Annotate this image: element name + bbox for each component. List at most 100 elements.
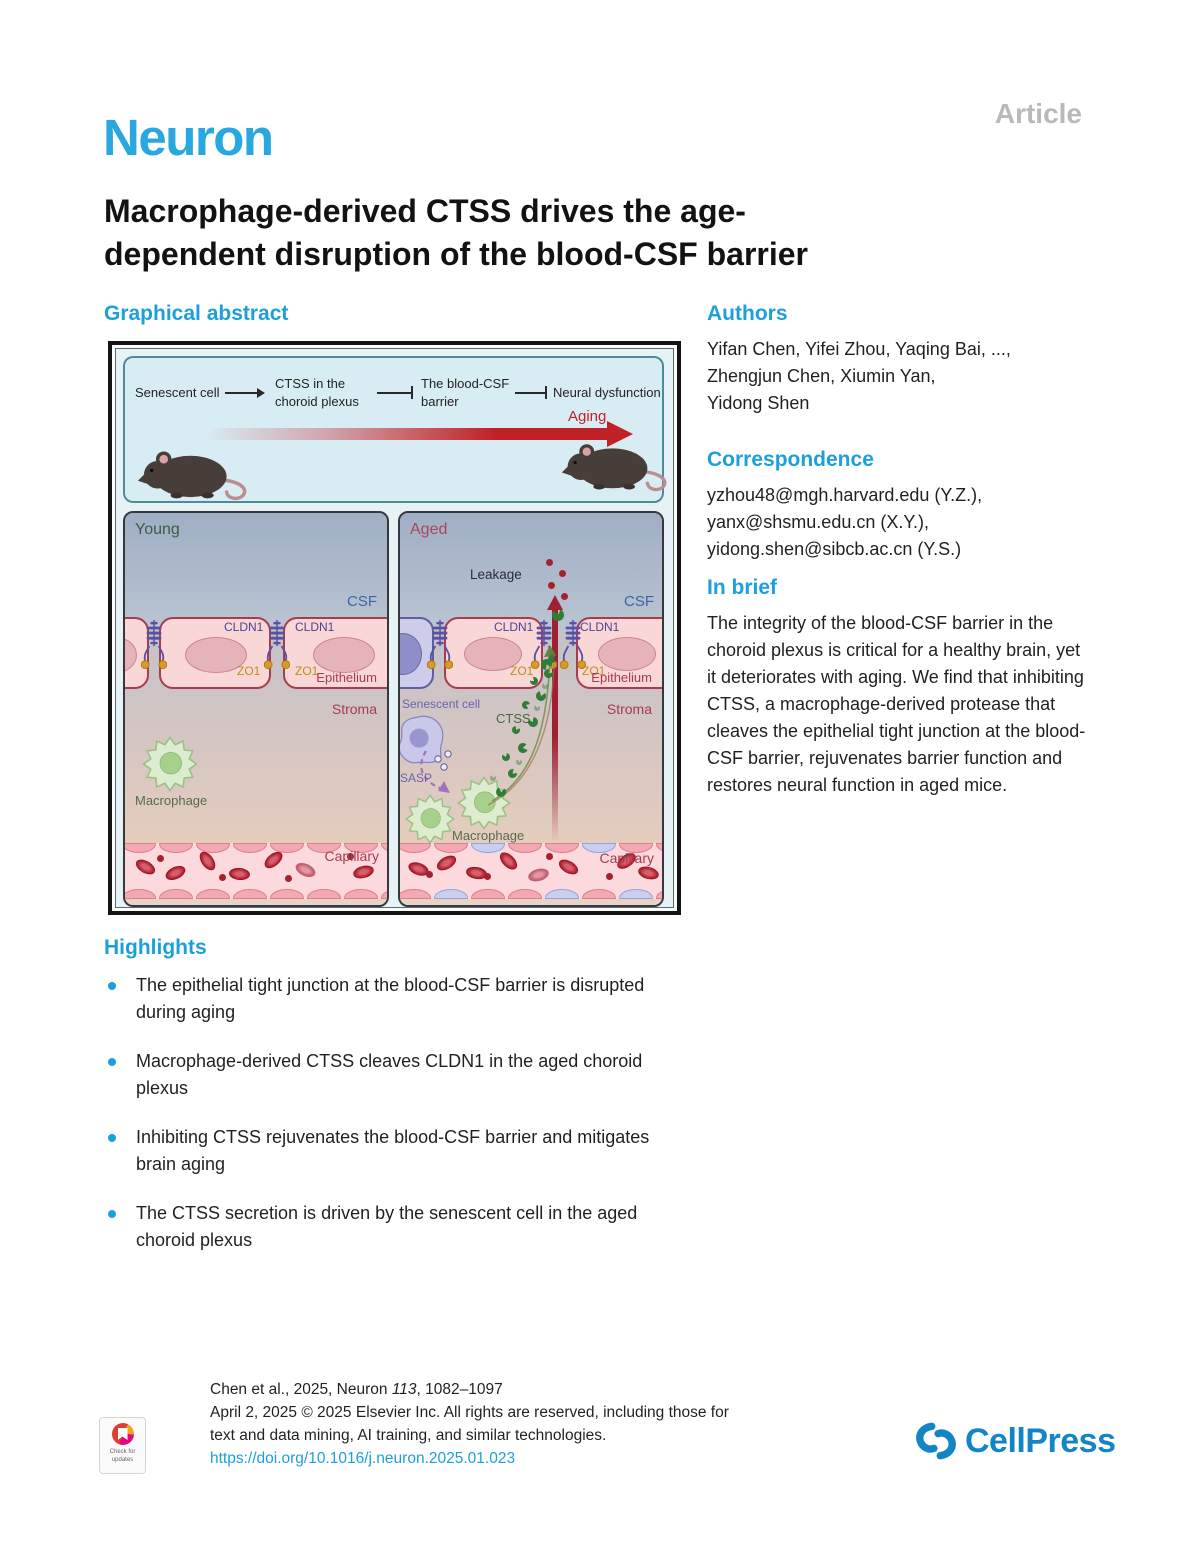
pathway-step-barrier-line1: The blood-CSF bbox=[421, 376, 510, 391]
csf-region bbox=[400, 513, 662, 631]
endothelium-row bbox=[400, 889, 662, 899]
pathway-step-neural-dysfunction: Neural dysfunction bbox=[553, 385, 661, 400]
leakage-arrow-head-icon bbox=[547, 595, 563, 610]
copyright-line: April 2, 2025 © 2025 Elsevier Inc. All r… bbox=[210, 1404, 729, 1421]
bullet-icon bbox=[108, 1134, 116, 1142]
correspondence-emails: yzhou48@mgh.harvard.edu (Y.Z.), yanx@shs… bbox=[707, 482, 1102, 563]
doi-link[interactable]: https://doi.org/10.1016/j.neuron.2025.01… bbox=[210, 1450, 516, 1467]
cell-nucleus bbox=[464, 637, 522, 671]
capillary-label: Capillary bbox=[324, 848, 379, 864]
correspondence-email: yzhou48@mgh.harvard.edu (Y.Z.), bbox=[707, 485, 983, 505]
red-blood-cell bbox=[293, 860, 318, 880]
journal-logo: Neuron bbox=[103, 109, 274, 166]
highlight-text: The CTSS secretion is driven by the sene… bbox=[136, 1203, 638, 1250]
graphical-abstract-heading: Graphical abstract bbox=[104, 302, 289, 325]
young-panel-title: Young bbox=[135, 521, 180, 538]
ctss-enzyme-icon bbox=[516, 759, 522, 765]
macrophage-label: Macrophage bbox=[135, 793, 208, 808]
citation-line: Chen et al., 2025, Neuron 113, 1082–1097 bbox=[210, 1381, 503, 1398]
correspondence-email: yanx@shsmu.edu.cn (X.Y.), bbox=[707, 512, 930, 532]
macrophage-icon bbox=[141, 735, 199, 793]
sub-capillary-strip bbox=[400, 899, 662, 905]
cldn1-label: CLDN1 bbox=[494, 620, 534, 634]
zo1-label: ZO1 bbox=[237, 664, 261, 678]
author-line: Yidong Shen bbox=[707, 393, 810, 413]
ctss-enzyme-icon bbox=[496, 787, 506, 797]
cell-nucleus bbox=[185, 637, 247, 673]
highlight-item: The CTSS secretion is driven by the sene… bbox=[104, 1200, 694, 1254]
capillary-label: Capillary bbox=[599, 850, 654, 866]
leak-dot bbox=[548, 582, 555, 589]
pathway-strip: Senescent cell CTSS in the choroid plexu… bbox=[123, 356, 664, 503]
correspondence-email: yidong.shen@sibcb.ac.cn (Y.S.) bbox=[707, 539, 962, 559]
red-blood-cell bbox=[426, 871, 433, 878]
young-mouse-illustration bbox=[133, 442, 253, 504]
ctss-label: CTSS bbox=[496, 711, 531, 726]
ctss-enzyme-icon bbox=[534, 705, 540, 711]
check-for-updates-badge[interactable]: Check for updates bbox=[99, 1417, 146, 1474]
highlight-item: Macrophage-derived CTSS cleaves CLDN1 in… bbox=[104, 1048, 694, 1102]
aged-panel: Aged Leakage CSF CLD bbox=[398, 511, 664, 907]
red-blood-cell bbox=[228, 867, 251, 881]
endothelium-row bbox=[125, 889, 387, 899]
sub-capillary-strip bbox=[125, 899, 387, 905]
pathway-step-barrier-line2: barrier bbox=[421, 394, 459, 409]
pathway-step-ctss-line2: choroid plexus bbox=[275, 394, 359, 409]
leakage-arrow bbox=[552, 609, 558, 843]
citation-block: Chen et al., 2025, Neuron 113, 1082–1097… bbox=[210, 1378, 729, 1470]
leak-dot bbox=[561, 593, 568, 600]
crossmark-icon bbox=[111, 1423, 134, 1445]
red-blood-cell bbox=[157, 855, 164, 862]
macrophage-label: Macrophage bbox=[452, 828, 525, 843]
sasp-arrow bbox=[420, 750, 452, 793]
csf-label: CSF bbox=[347, 593, 377, 610]
csf-label: CSF bbox=[624, 593, 654, 610]
in-brief-heading: In brief bbox=[707, 576, 778, 599]
zo1-label: ZO1 bbox=[582, 664, 606, 678]
pathway-step-senescent-cell: Senescent cell bbox=[135, 385, 220, 400]
red-blood-cell bbox=[526, 866, 551, 884]
in-brief-text: The integrity of the blood-CSF barrier i… bbox=[707, 613, 1086, 795]
arrow-head-icon bbox=[257, 388, 265, 398]
endothelium-row bbox=[400, 843, 662, 853]
csf-region bbox=[125, 513, 387, 631]
aging-arrow bbox=[205, 428, 609, 440]
capillary-region: Capillary bbox=[125, 843, 387, 899]
cell-nucleus bbox=[313, 637, 375, 673]
rights-line: text and data mining, AI training, and s… bbox=[210, 1427, 607, 1444]
red-blood-cell bbox=[163, 863, 188, 883]
highlight-text: Macrophage-derived CTSS cleaves CLDN1 in… bbox=[136, 1051, 643, 1098]
red-blood-cell bbox=[546, 853, 553, 860]
aging-arrow-head-icon bbox=[607, 421, 633, 447]
leak-dot bbox=[546, 559, 553, 566]
endothelium-row bbox=[125, 843, 387, 853]
red-blood-cell bbox=[606, 873, 613, 880]
correspondence-heading: Correspondence bbox=[707, 448, 874, 471]
red-blood-cell bbox=[285, 875, 292, 882]
red-blood-cell bbox=[434, 852, 459, 874]
authors-heading: Authors bbox=[707, 302, 788, 325]
cldn1-label: CLDN1 bbox=[224, 620, 264, 634]
zo1-label: ZO1 bbox=[510, 664, 534, 678]
zo1-label: ZO1 bbox=[295, 664, 319, 678]
ctss-enzyme-icon bbox=[490, 775, 496, 781]
author-line: Yifan Chen, Yifei Zhou, Yaqing Bai, ..., bbox=[707, 339, 1011, 359]
bullet-icon bbox=[108, 1058, 116, 1066]
leakage-label: Leakage bbox=[470, 567, 522, 582]
graphical-abstract-figure: Senescent cell CTSS in the choroid plexu… bbox=[108, 341, 681, 915]
highlight-text: The epithelial tight junction at the blo… bbox=[136, 975, 645, 1022]
cellpress-mark-icon bbox=[916, 1422, 956, 1460]
epithelium-label: Epithelium bbox=[316, 670, 377, 685]
inhibition-line bbox=[377, 392, 411, 394]
highlights-heading: Highlights bbox=[104, 936, 207, 959]
red-blood-cell bbox=[133, 856, 158, 878]
ctss-enzyme-icon bbox=[542, 683, 548, 689]
highlight-item: Inhibiting CTSS rejuvenates the blood-CS… bbox=[104, 1124, 694, 1178]
senescent-cell-label: Senescent cell bbox=[402, 697, 481, 711]
cellpress-wordmark: CellPress bbox=[965, 1421, 1116, 1460]
highlights-list: The epithelial tight junction at the blo… bbox=[104, 972, 694, 1276]
red-blood-cell bbox=[636, 864, 661, 882]
inhibition-bar-icon bbox=[545, 386, 547, 399]
pathway-step-ctss-line1: CTSS in the bbox=[275, 376, 346, 391]
aging-label: Aging bbox=[568, 408, 607, 425]
